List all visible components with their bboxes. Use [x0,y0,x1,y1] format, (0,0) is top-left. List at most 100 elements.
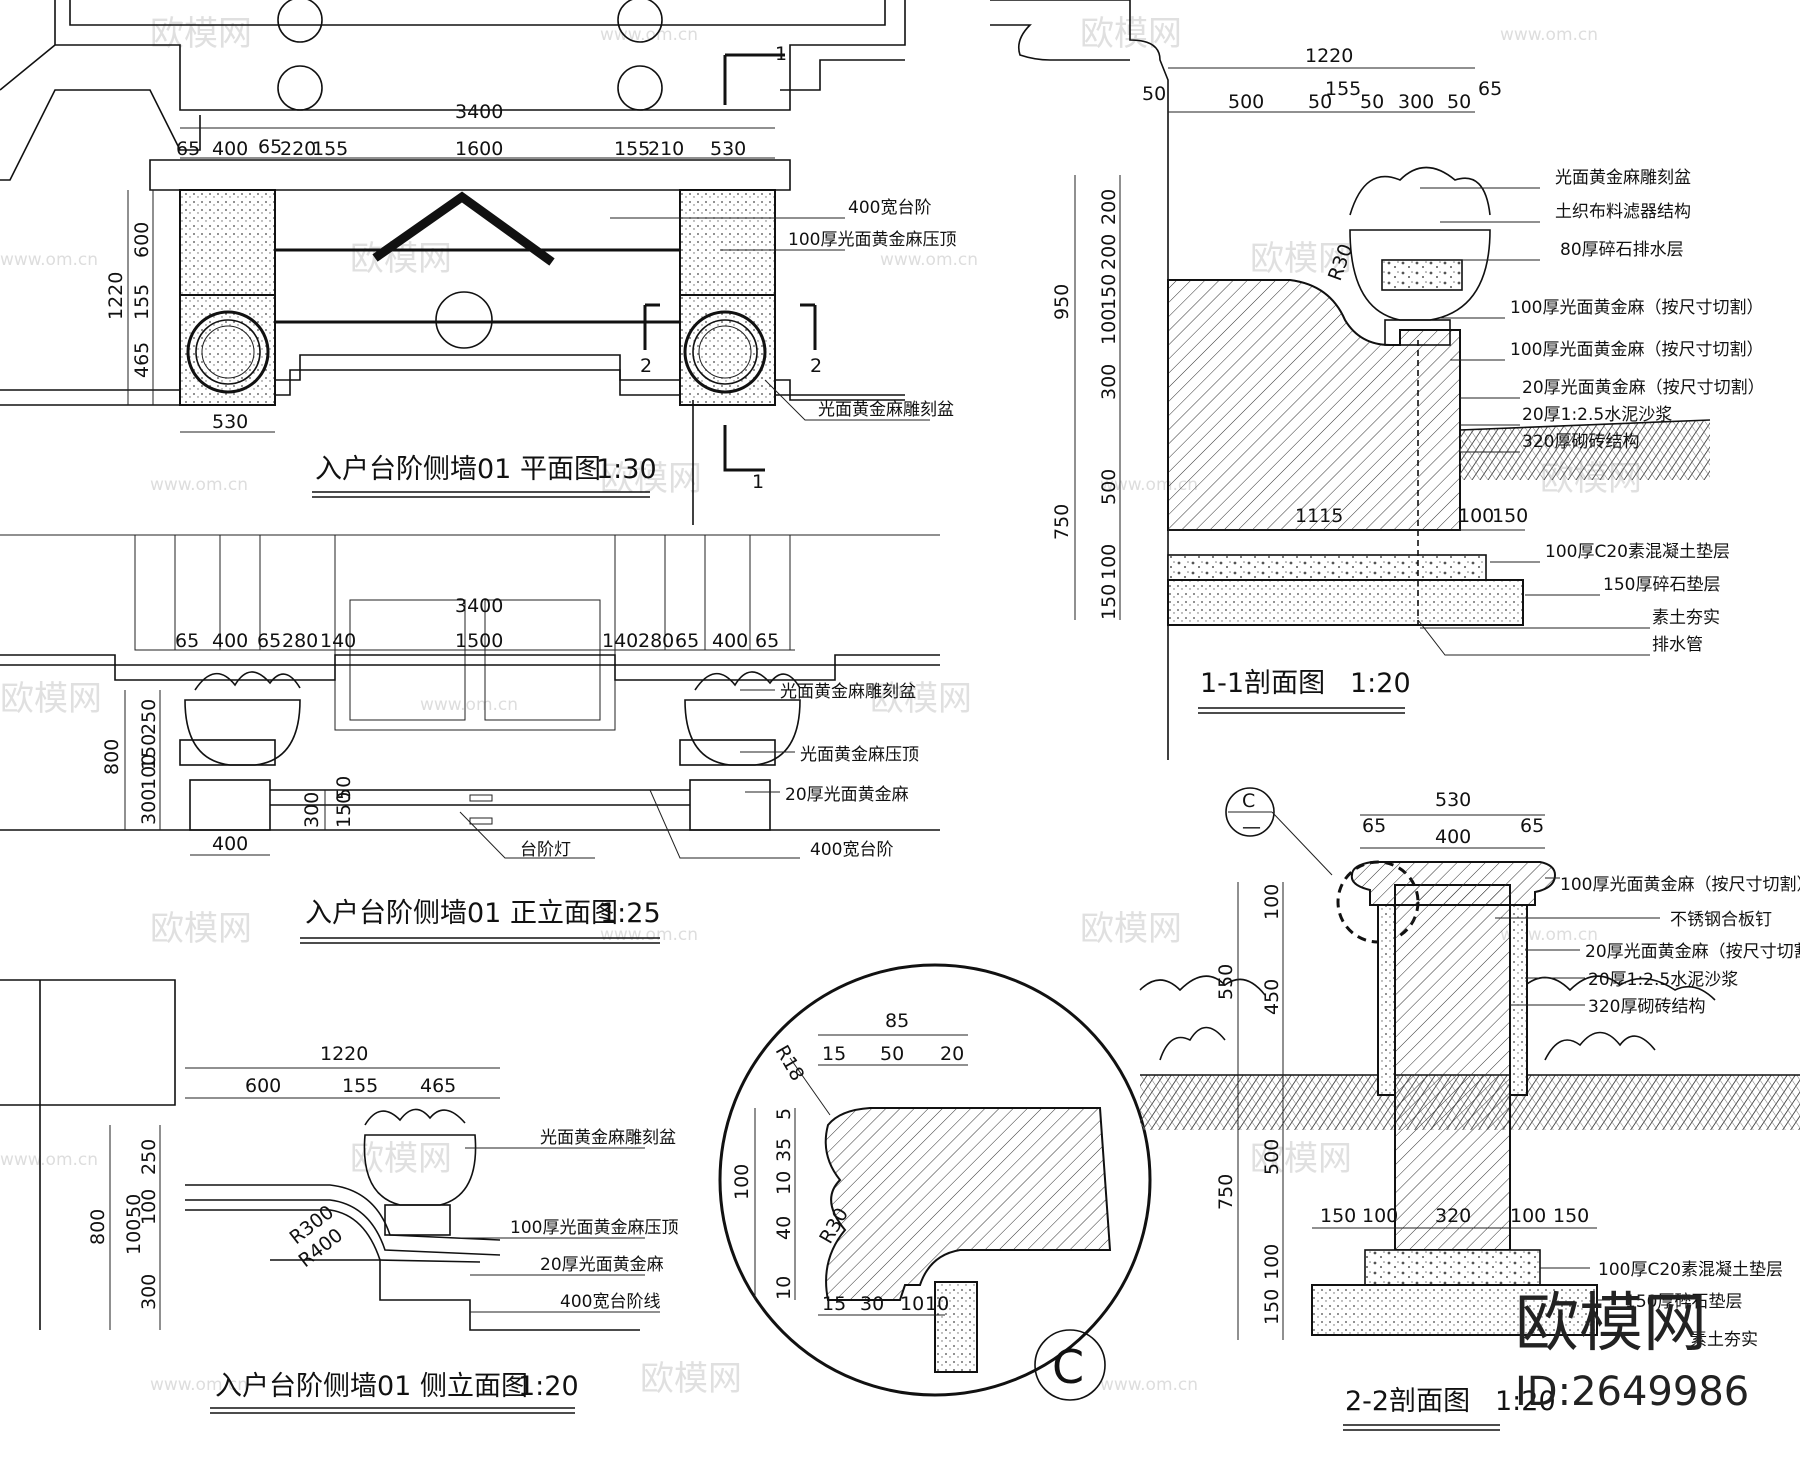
column [134,534,176,651]
dim-text: 300 [1398,91,1434,113]
watermark: 欧模网 [1250,239,1352,279]
side-elevation: 1220 600 155 465 800 250 50 100 100 300 … [0,979,678,1414]
side-label: 20厚光面黄金麻 [540,1255,664,1275]
dim-text: 465 [131,342,153,378]
dim-text: 150 [1261,1289,1283,1325]
dim-text: 100 [1261,884,1283,920]
side-label: 100厚光面黄金麻压顶 [510,1218,678,1238]
right-planter-bowl [683,310,767,394]
section1-label: 100厚C20素混凝土垫层 [1545,542,1730,562]
section-cut-2 [643,303,817,350]
dim-text: 1115 [1295,505,1343,527]
side-planter-foliage [364,1108,466,1126]
dim-text: 1220 [1305,45,1353,67]
dim-text: 465 [420,1075,456,1097]
right-pier [689,779,771,831]
section1-label: 素土夯实 [1652,608,1720,628]
section-mark: 2 [810,355,822,377]
dim-text: 3400 [455,595,503,617]
section-cut-1-bottom [723,425,765,472]
dim-text: 100 [1098,309,1120,345]
dim-text: 155 [342,1075,378,1097]
wall-finish [934,1281,978,1373]
threshold-line [149,159,791,191]
leader-line [789,1057,831,1116]
plan-label: 100厚光面黄金麻压顶 [788,230,956,250]
dim-text: 100 [1458,505,1494,527]
section-2-2: C — 530 65 400 65 100 550 450 750 500 10… [1139,787,1800,1431]
section-1-1: 1220 50 500 155 50 50 300 50 65 950 200 … [990,0,1765,760]
detail-mark-text: C [1052,1340,1084,1394]
dim-text: 50 [1142,83,1166,105]
watermark: 欧模网 [1080,909,1182,949]
step-light-icon [469,794,493,802]
dim-text: 10 [773,1171,795,1195]
dim-text: 50 [1308,91,1332,113]
dim-text: 65 [1520,815,1544,837]
cap-profile [824,1107,1112,1301]
left-planter-rim [195,319,261,385]
dim-text: 100 [138,754,160,790]
detail-c: 85 15 50 20 100 5 35 10 40 10 15 30 10 1… [718,963,1152,1401]
pier-finish-right [1509,904,1528,1096]
building-wall [990,0,1169,760]
dim-text: 1600 [455,138,503,160]
section1-label: 排水管 [1652,635,1703,655]
dim-text: 400 [212,138,248,160]
dim-text: 3400 [455,101,503,123]
right-planter-bowl [684,699,801,766]
dim-text: 750 [1215,1174,1237,1210]
section1-label: 20厚光面黄金麻（按尺寸切割） [1522,378,1765,398]
side-cap-line [185,1184,501,1241]
watermark-url: www.om.cn [600,25,698,45]
section2-label: 320厚砌砖结构 [1588,997,1705,1017]
watermark-layer: 欧模网 欧模网 欧模网 欧模网 欧模网 欧模网 欧模网 欧模网 欧模网 欧模网 … [0,14,1642,1399]
dim-text: 150 [1492,505,1528,527]
side-label: 400宽台阶线 [560,1292,660,1312]
section2-label: 素土夯实 [1690,1330,1758,1350]
section2-label: 不锈钢合板钉 [1670,910,1772,930]
dim-text: 50 [1360,91,1384,113]
dim-text: 65 [257,630,281,652]
drainage-gravel [1381,259,1463,291]
dim-text: 50 [333,776,355,800]
watermark: 欧模网 [0,679,102,719]
dim-text: 150 [1098,584,1120,620]
section2-label: 150厚碎石垫层 [1625,1292,1742,1312]
pier-cap [1350,861,1557,906]
dim-text: 300 [1098,364,1120,400]
section1-label: 150厚碎石垫层 [1603,575,1720,595]
section1-title: 1-1剖面图 [1200,668,1325,699]
leader-line [764,379,930,421]
left-planter-soil [201,325,255,379]
dim-text: 155 [312,138,348,160]
ground-line [1459,419,1711,431]
dim-text: 400 [212,833,248,855]
dim-text: 1220 [105,272,127,320]
side-label: 光面黄金麻雕刻盆 [540,1128,676,1148]
dim-text: 100 [123,1219,145,1255]
front-label: 400宽台阶 [810,840,893,860]
plan-scale: 1:30 [596,454,657,485]
dim-text: 65 [755,630,779,652]
section-mark: 1 [775,43,787,65]
building-wall-line [0,89,201,181]
dim-text: 100 [731,1164,753,1200]
dim-text: 550 [1215,964,1237,1000]
dim-text: 280 [638,630,674,652]
plinth-line [0,654,940,681]
dim-text: 100 [1261,1244,1283,1280]
section2-title: 2-2剖面图 [1345,1386,1470,1417]
shrub-outline [1139,975,1716,1001]
wall-body-section [1167,279,1461,531]
step-light-icon [469,817,493,825]
section1-scale: 1:20 [1350,668,1411,699]
detail-mark-circle [1034,1329,1106,1401]
front-elevation: 3400 65 400 65 280 140 1500 140 280 65 4… [0,534,940,944]
side-cap-line [185,1209,481,1263]
cornice-profile [990,24,1130,61]
dim-text: 140 [320,630,356,652]
dim-text: 530 [1435,789,1471,811]
dim-text: 65 [258,136,282,158]
front-label: 光面黄金麻雕刻盆 [780,682,916,702]
